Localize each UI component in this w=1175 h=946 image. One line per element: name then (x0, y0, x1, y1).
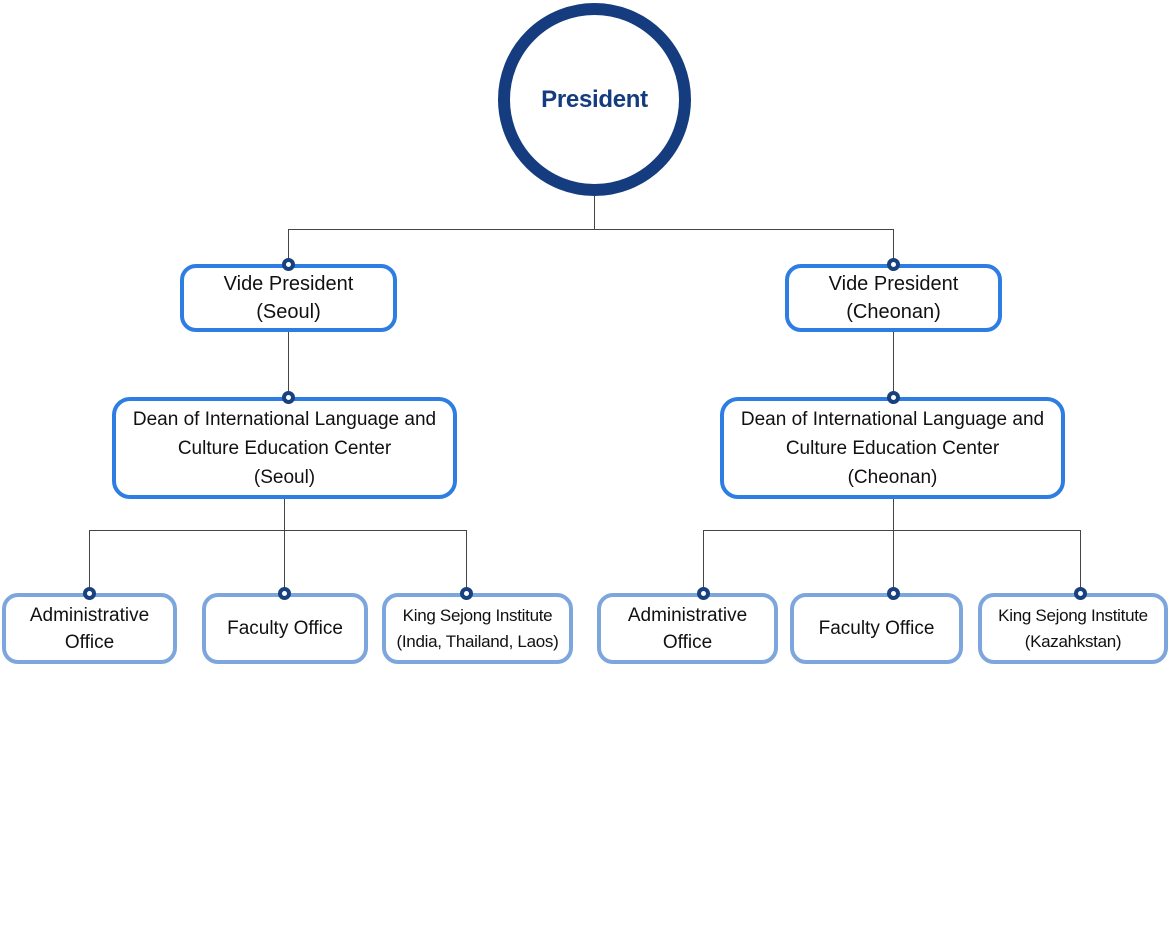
seoul-faculty-line1: Faculty Office (227, 618, 343, 639)
node-anchor-dot (282, 258, 295, 271)
connector-seoul-horizontal (89, 530, 467, 531)
vp-cheonan-line2: (Cheonan) (846, 301, 941, 323)
cheonan-king-sejong-node: King Sejong Institute (Kazahkstan) (978, 593, 1168, 664)
vp-seoul-line2: (Seoul) (256, 301, 321, 323)
connector-seoul-child1-drop (89, 530, 90, 589)
cheonan-admin-office-node: Administrative Office (597, 593, 778, 664)
connector-cheonan-child2-drop (893, 530, 894, 589)
connector-cheonan-child3-drop (1080, 530, 1081, 589)
dean-cheonan-line3: (Cheonan) (847, 466, 938, 488)
vp-seoul-node: Vide President (Seoul) (180, 264, 397, 332)
connector-dean-cheonan-drop (893, 499, 894, 530)
dean-seoul-line2: Culture Education Center (177, 437, 392, 459)
president-node: President (498, 3, 691, 196)
dean-seoul-node: Dean of International Language and Cultu… (112, 397, 457, 499)
connector-president-drop (594, 196, 595, 229)
president-label: President (541, 85, 648, 113)
cheonan-admin-line1: Administrative (627, 604, 748, 626)
connector-seoul-child2-drop (284, 530, 285, 589)
seoul-admin-office-node: Administrative Office (2, 593, 177, 664)
cheonan-ksi-line2: (Kazahkstan) (1024, 631, 1122, 651)
node-anchor-dot (278, 587, 291, 600)
cheonan-admin-line2: Office (662, 631, 713, 653)
dean-cheonan-line1: Dean of International Language and (740, 408, 1045, 430)
seoul-admin-line2: Office (64, 631, 115, 653)
connector-vp-cheonan-drop (893, 229, 894, 260)
dean-cheonan-line2: Culture Education Center (785, 437, 1000, 459)
node-anchor-dot (460, 587, 473, 600)
connector-seoul-child3-drop (466, 530, 467, 589)
node-anchor-dot (83, 587, 96, 600)
seoul-ksi-line1: King Sejong Institute (402, 605, 553, 625)
seoul-king-sejong-node: King Sejong Institute (India, Thailand, … (382, 593, 573, 664)
vp-seoul-line1: Vide President (223, 273, 354, 295)
node-anchor-dot (1074, 587, 1087, 600)
vp-cheonan-node: Vide President (Cheonan) (785, 264, 1002, 332)
dean-seoul-line3: (Seoul) (253, 466, 316, 488)
node-anchor-dot (887, 587, 900, 600)
connector-vp-seoul-drop (288, 229, 289, 260)
seoul-admin-line1: Administrative (29, 604, 150, 626)
cheonan-ksi-line1: King Sejong Institute (998, 605, 1148, 625)
connector-vp-to-dean-cheonan (893, 332, 894, 393)
node-anchor-dot (887, 258, 900, 271)
node-anchor-dot (697, 587, 710, 600)
vp-cheonan-line1: Vide President (828, 273, 959, 295)
connector-vp-to-dean-seoul (288, 332, 289, 393)
seoul-faculty-office-node: Faculty Office (202, 593, 368, 664)
node-anchor-dot (887, 391, 900, 404)
dean-cheonan-node: Dean of International Language and Cultu… (720, 397, 1065, 499)
connector-dean-seoul-drop (284, 499, 285, 530)
connector-cheonan-child1-drop (703, 530, 704, 589)
node-anchor-dot (282, 391, 295, 404)
connector-top-horizontal (288, 229, 894, 230)
cheonan-faculty-office-node: Faculty Office (790, 593, 963, 664)
connector-cheonan-horizontal (703, 530, 1080, 531)
seoul-ksi-line2: (India, Thailand, Laos) (396, 631, 559, 651)
dean-seoul-line1: Dean of International Language and (132, 408, 437, 430)
cheonan-faculty-line1: Faculty Office (818, 618, 935, 639)
